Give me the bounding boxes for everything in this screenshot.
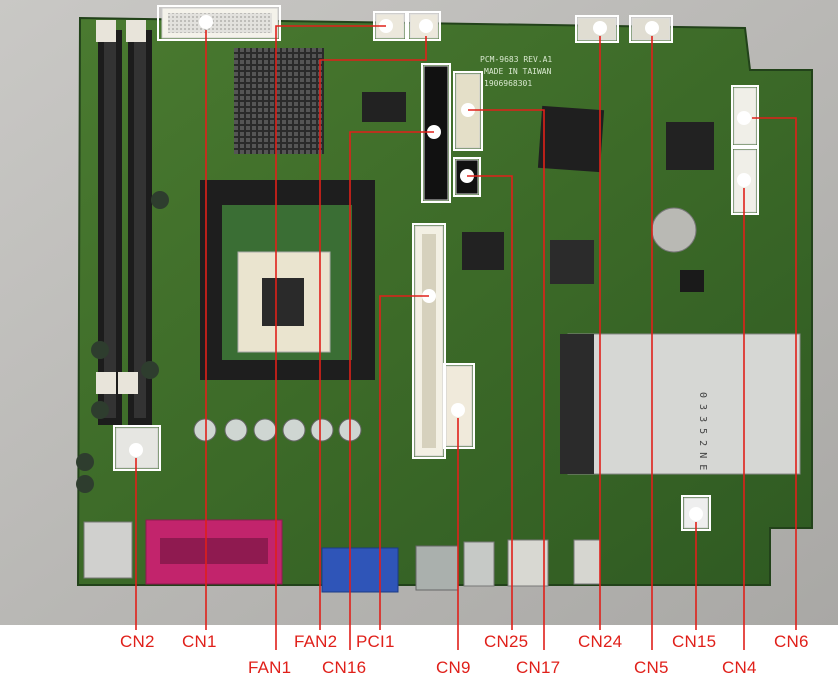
dimm-slots: [96, 20, 152, 425]
card-slot-text: 0 3 3 5 2 N E: [697, 392, 708, 470]
board-silkscreen-serial: 1906968301: [484, 79, 532, 88]
lan-port: [415, 545, 459, 591]
label-fan1: FAN1: [248, 658, 292, 677]
cf-card-cage: [567, 333, 801, 475]
label-cn4: CN4: [722, 658, 757, 677]
label-cn9: CN9: [436, 658, 471, 677]
highlight-boxes: [113, 5, 759, 531]
lpc-chip: [462, 232, 504, 270]
leader-lines: [135, 25, 797, 650]
label-cn5: CN5: [634, 658, 669, 677]
northbridge-chip: [537, 105, 605, 173]
vga-port: [321, 547, 399, 593]
label-fan2: FAN2: [294, 632, 338, 651]
board-silkscreen-model: PCM-9683 REV.A1: [480, 55, 552, 64]
capacitor-row: [193, 418, 362, 442]
label-cn24: CN24: [578, 632, 623, 651]
heatsink: [234, 48, 324, 154]
label-cn6: CN6: [774, 632, 809, 651]
label-cn15: CN15: [672, 632, 717, 651]
label-area: [0, 625, 838, 684]
usb-ports: [463, 541, 495, 587]
cmos-battery: [651, 207, 697, 253]
board-silkscreen-origin: MADE IN TAIWAN: [484, 67, 552, 76]
label-cn17: CN17: [516, 658, 561, 677]
label-cn1: CN1: [182, 632, 217, 651]
label-cn2: CN2: [120, 632, 155, 651]
bios-chip: [550, 240, 594, 284]
label-cn16: CN16: [322, 658, 367, 677]
cn2-connector: [115, 427, 159, 469]
io-chip: [666, 122, 714, 170]
label-pci1: PCI1: [356, 632, 395, 651]
label-cn25: CN25: [484, 632, 529, 651]
